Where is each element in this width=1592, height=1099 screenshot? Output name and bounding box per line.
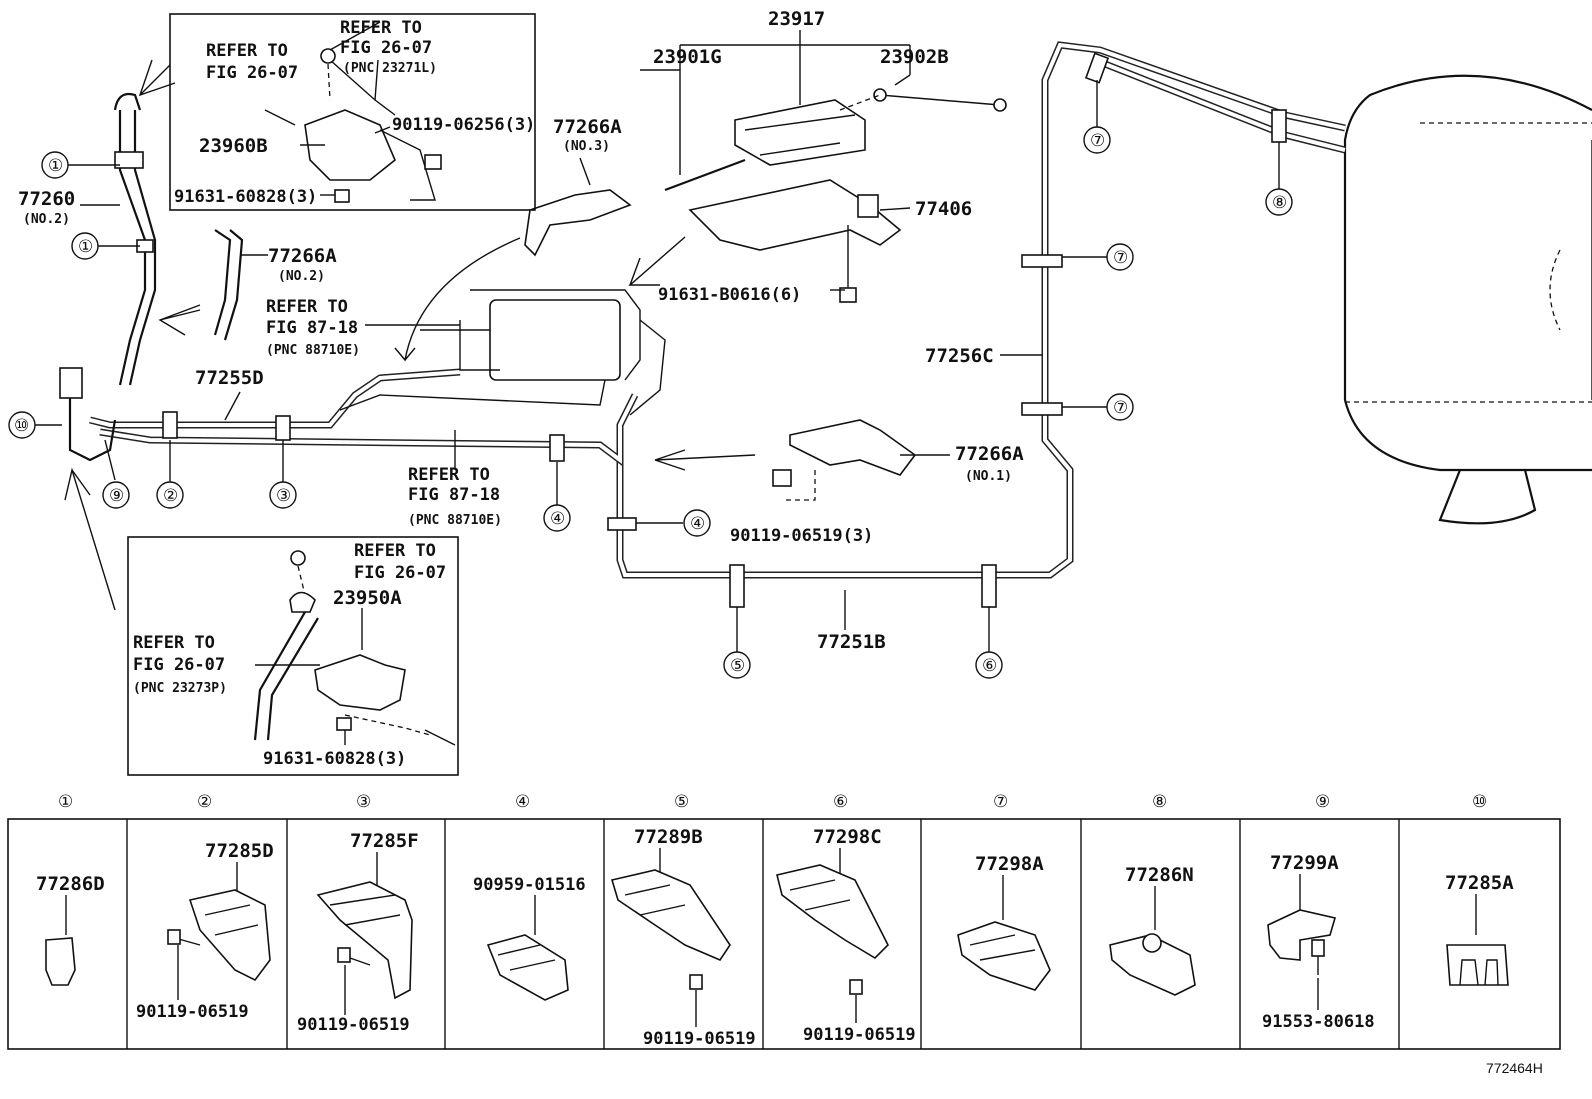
table-part-90959-01516: 90959-01516: [473, 875, 586, 895]
fuel-pipe-77256C: [616, 41, 1346, 579]
charcoal-canister: [420, 289, 666, 416]
table-bolt-9: 91553-80618: [1262, 1012, 1375, 1032]
table-num-2: ②: [197, 792, 212, 812]
leader-lines: [80, 21, 1042, 745]
label-77266a-no3-sub: (NO.3): [563, 139, 610, 154]
table-part-77299a: 77299A: [1270, 852, 1339, 874]
label-23960b: 23960B: [199, 135, 268, 157]
table-bolt-5: 90119-06519: [643, 1029, 756, 1049]
callout-8: ⑧: [1272, 193, 1287, 213]
label-77266a-no1-sub: (NO.1): [965, 469, 1012, 484]
fig-26-07-label-1: FIG 26-07: [340, 38, 432, 58]
table-bolt-2: 90119-06519: [136, 1002, 249, 1022]
callout-9: ⑨: [109, 486, 124, 506]
refer-to-label-1: REFER TO: [340, 18, 422, 38]
inset-box-23960B: [169, 13, 536, 211]
label-77256c: 77256C: [925, 345, 994, 367]
label-91631-60828-a: 91631-60828(3): [174, 187, 317, 207]
fuel-pipe-77255D: [89, 368, 624, 467]
table-part-77289b: 77289B: [634, 826, 703, 848]
refer-to-label-6: REFER TO: [133, 633, 215, 653]
refer-to-label-2: REFER TO: [206, 41, 288, 61]
label-77260-sub: (NO.2): [23, 212, 70, 227]
fig-26-07-label-2: FIG 26-07: [206, 63, 298, 83]
table-num-4: ④: [515, 792, 530, 812]
figure-id: 772464H: [1486, 1060, 1543, 1076]
table-num-9: ⑨: [1315, 792, 1330, 812]
bracket-77266A-no3: [524, 189, 632, 257]
callout-4a: ④: [550, 509, 565, 529]
label-77266a-no2-sub: (NO.2): [278, 269, 325, 284]
label-77260: 77260: [18, 188, 75, 210]
table-num-10: ⑩: [1472, 792, 1487, 812]
refer-to-label-3: REFER TO: [266, 297, 348, 317]
direction-arrows: [64, 59, 756, 611]
table-part-77286d: 77286D: [36, 873, 105, 895]
fig-87-18-label-2: FIG 87-18: [408, 485, 500, 505]
pnc-88710e-label-2: (PNC 88710E): [408, 513, 502, 528]
callout-10: ⑩: [14, 416, 29, 436]
inset-box-23950A: [127, 536, 459, 776]
callout-1a: ①: [48, 156, 63, 176]
bracket-77266A-no1: [772, 419, 917, 501]
table-part-77285f: 77285F: [350, 830, 419, 852]
hose-77266A-no2: [213, 229, 244, 341]
callout-1b: ①: [78, 237, 93, 257]
table-num-8: ⑧: [1152, 792, 1167, 812]
table-num-1: ①: [58, 792, 73, 812]
pnc-23273p-label: (PNC 23273P): [133, 681, 227, 696]
pnc-88710e-label-1: (PNC 88710E): [266, 343, 360, 358]
callouts-main: ① ① ⑩ ⑨ ② ③ ④ ④ ⑤ ⑥ ⑦ ⑦: [8, 80, 1293, 679]
refer-to-label-5: REFER TO: [354, 541, 436, 561]
table-bolt-3: 90119-06519: [297, 1015, 410, 1035]
callout-4b: ④: [690, 514, 705, 534]
table-num-6: ⑥: [833, 792, 848, 812]
table-bolt-6: 90119-06519: [803, 1025, 916, 1045]
label-90119-06256: 90119-06256(3): [392, 115, 535, 135]
label-77266a-no1: 77266A: [955, 443, 1024, 465]
pnc-23271l-label: (PNC 23271L): [343, 61, 437, 76]
callout-7b: ⑦: [1113, 248, 1128, 268]
label-77255d: 77255D: [195, 367, 264, 389]
label-77266a-no2: 77266A: [268, 245, 337, 267]
bracket-77406: [688, 179, 902, 303]
label-23901g: 23901G: [653, 46, 722, 68]
table-num-3: ③: [356, 792, 371, 812]
label-23950a: 23950A: [333, 587, 402, 609]
table-part-77286n: 77286N: [1125, 864, 1194, 886]
fig-26-07-label-3: FIG 26-07: [354, 563, 446, 583]
label-91631-60828-b: 91631-60828(3): [263, 749, 406, 769]
hose-77260: [113, 92, 157, 386]
parts-table: ① ② ③ ④ ⑤ ⑥ ⑦ ⑧ ⑨ ⑩ 77286D 77285D 90119-…: [7, 792, 1561, 1050]
table-part-77298a: 77298A: [975, 853, 1044, 875]
label-77266a-no3: 77266A: [553, 116, 622, 138]
table-num-7: ⑦: [993, 792, 1008, 812]
callout-3: ③: [276, 486, 291, 506]
label-77406: 77406: [915, 198, 972, 220]
callout-6: ⑥: [982, 656, 997, 676]
callout-5: ⑤: [730, 656, 745, 676]
callout-2: ②: [163, 486, 178, 506]
label-91631-b0616: 91631-B0616(6): [658, 285, 801, 305]
table-part-77285a: 77285A: [1445, 872, 1514, 894]
pump-module-23917: [664, 88, 1007, 192]
fig-87-18-label-1: FIG 87-18: [266, 318, 358, 338]
callout-7c: ⑦: [1113, 398, 1128, 418]
label-23917: 23917: [768, 8, 825, 30]
label-77251b: 77251B: [817, 631, 886, 653]
fig-26-07-label-4: FIG 26-07: [133, 655, 225, 675]
fuel-tank: [1343, 74, 1592, 525]
label-23902b: 23902B: [880, 46, 949, 68]
callout-7a: ⑦: [1090, 131, 1105, 151]
table-part-77285d: 77285D: [205, 840, 274, 862]
table-num-5: ⑤: [674, 792, 689, 812]
valve-assembly: [59, 367, 117, 462]
refer-to-label-4: REFER TO: [408, 465, 490, 485]
table-part-77298c: 77298C: [813, 826, 882, 848]
label-90119-06519-3: 90119-06519(3): [730, 526, 873, 546]
